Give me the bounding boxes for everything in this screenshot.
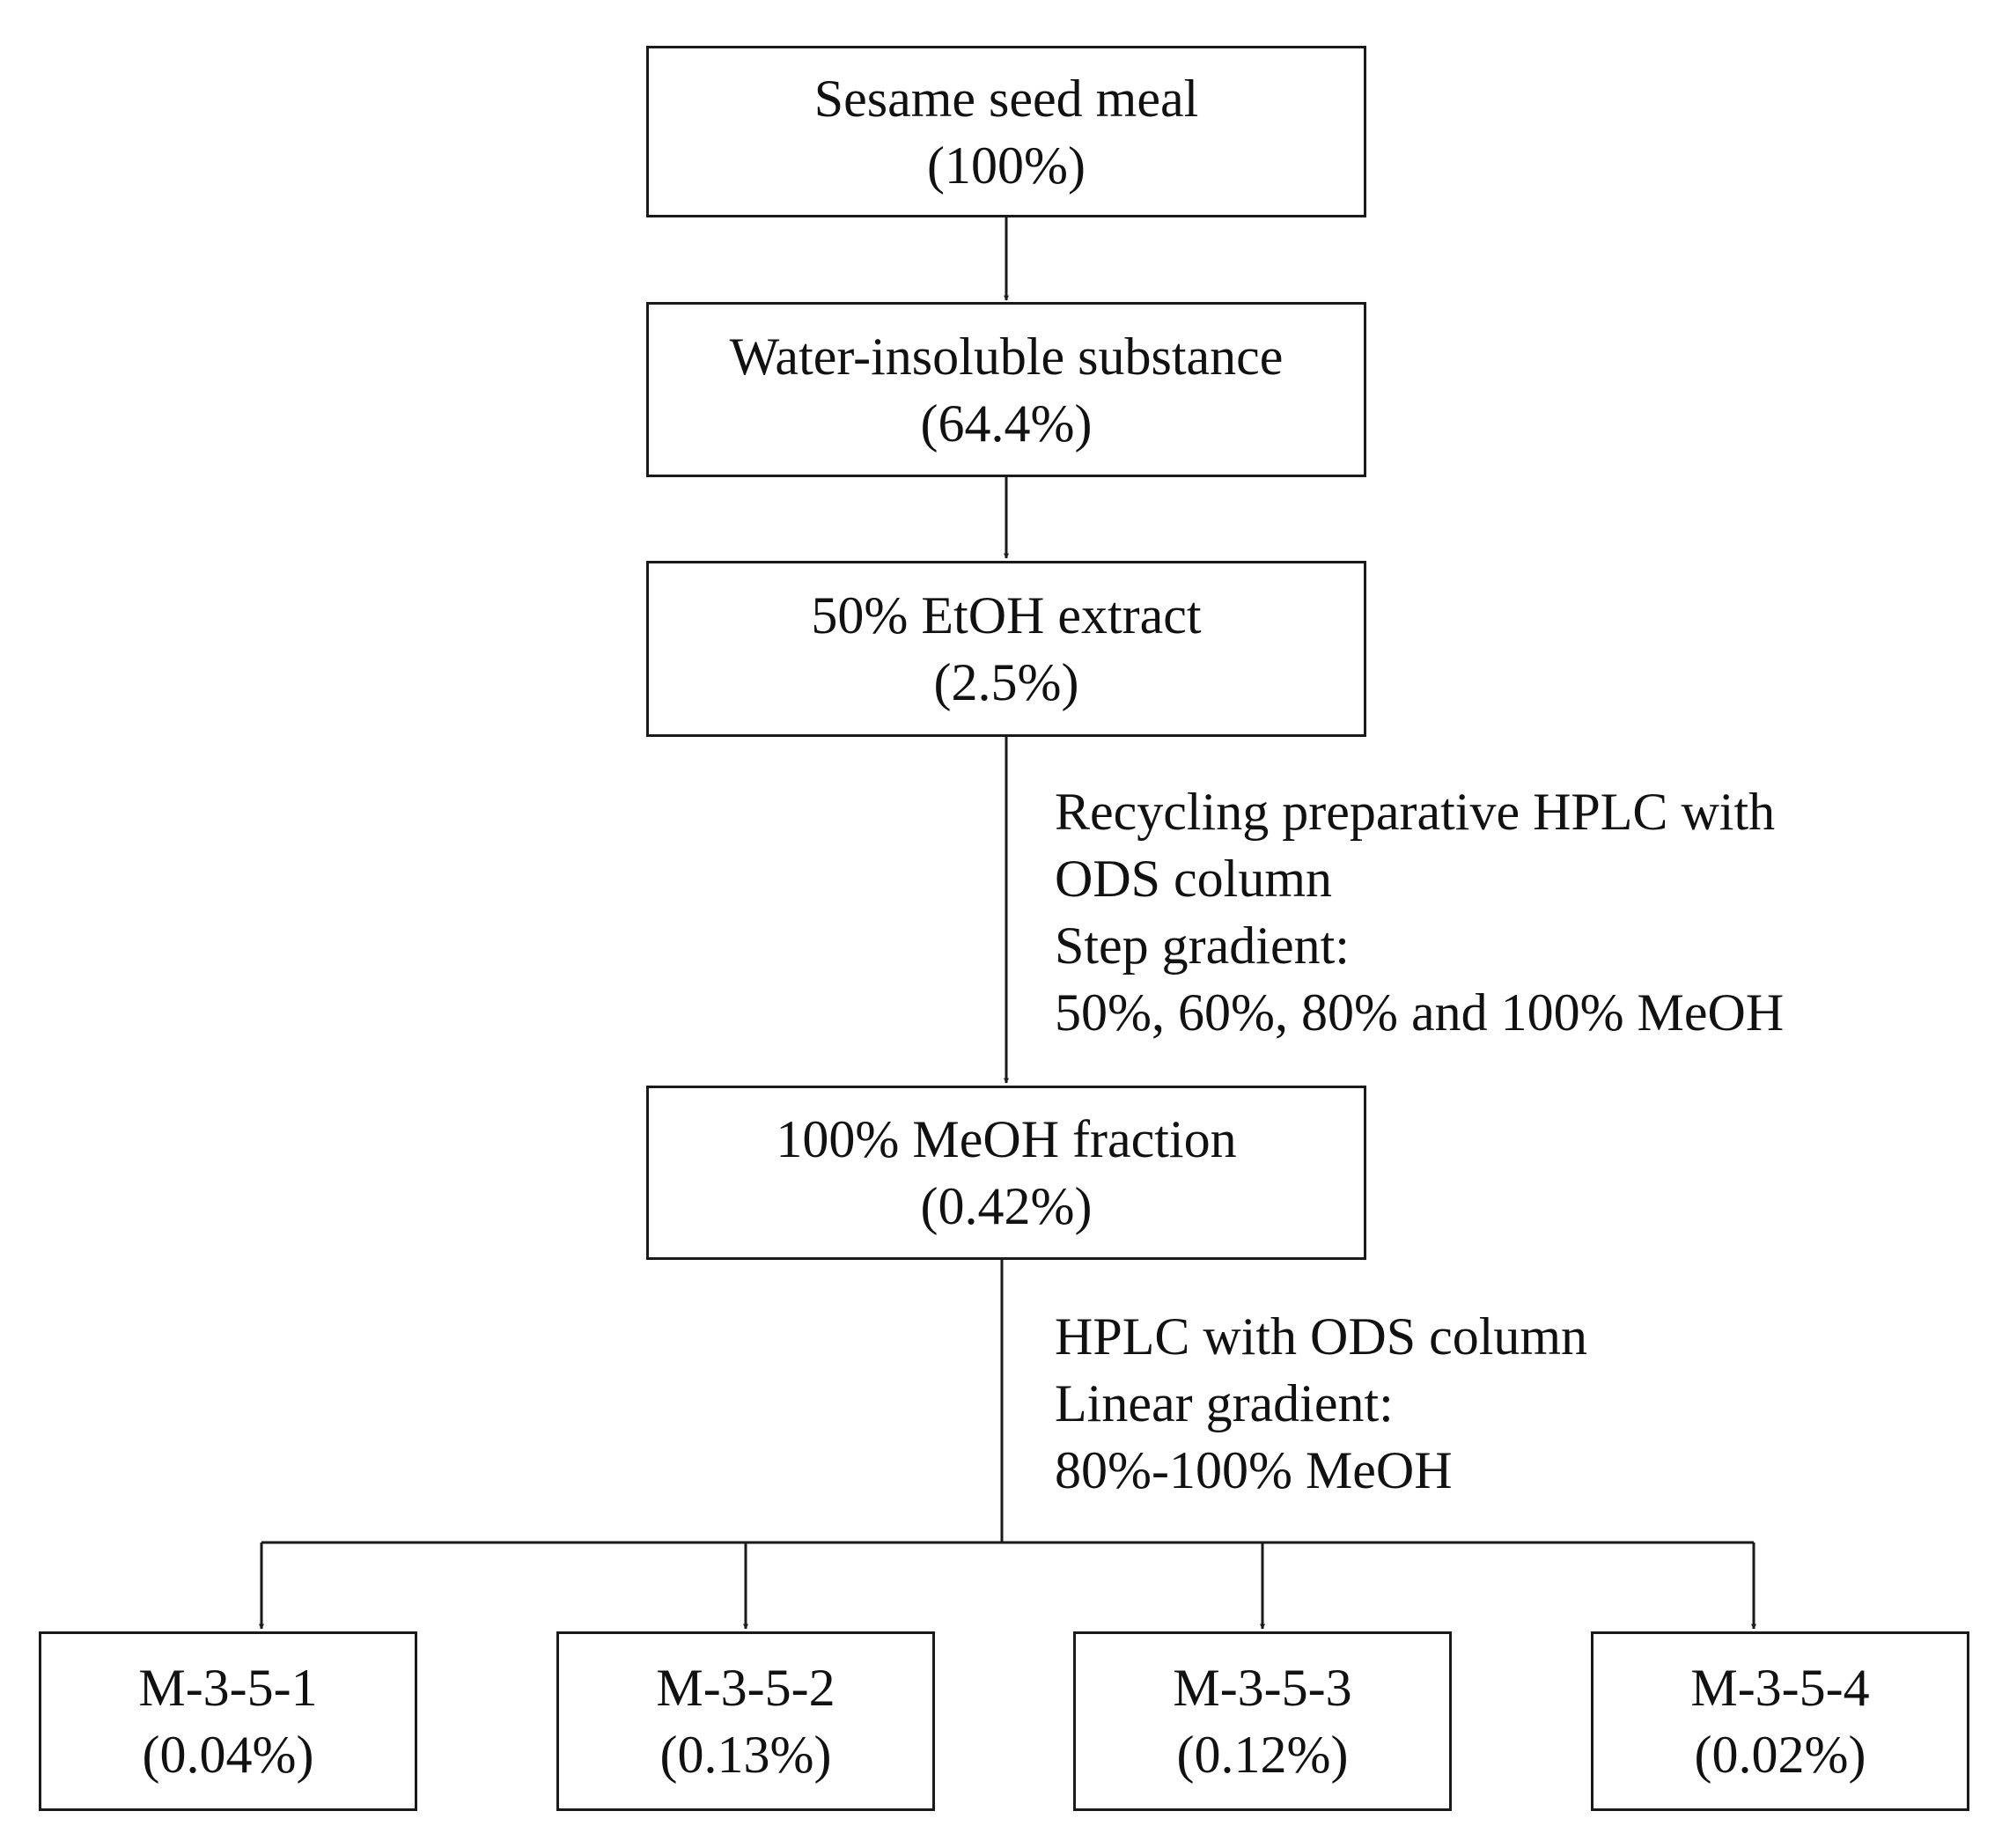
node-name: Sesame seed meal xyxy=(813,69,1199,128)
step-line: ODS column xyxy=(1055,850,1332,908)
fraction-box-m-3-5-4: M-3-5-4 (0.02%) xyxy=(1591,1631,1969,1811)
node-yield: (64.4%) xyxy=(920,394,1093,453)
node-yield: (0.04%) xyxy=(142,1726,314,1784)
sesame-seed-meal-box: Sesame seed meal (100%) xyxy=(646,46,1366,217)
step-line: Linear gradient: xyxy=(1055,1374,1394,1432)
step-line: HPLC with ODS column xyxy=(1055,1307,1588,1366)
node-name: M-3-5-2 xyxy=(656,1659,835,1717)
node-yield: (0.12%) xyxy=(1176,1726,1349,1784)
node-name: 100% MeOH fraction xyxy=(776,1110,1237,1168)
meoh-fraction-box: 100% MeOH fraction (0.42%) xyxy=(646,1086,1366,1260)
step-line: 80%-100% MeOH xyxy=(1055,1441,1453,1499)
fraction-box-m-3-5-2: M-3-5-2 (0.13%) xyxy=(556,1631,935,1811)
water-insoluble-substance-box: Water-insoluble substance (64.4%) xyxy=(646,302,1366,477)
hplc-ods-step-note: HPLC with ODS column Linear gradient: 80… xyxy=(1055,1303,1587,1504)
node-yield: (100%) xyxy=(927,136,1086,195)
step-line: Recycling preparative HPLC with xyxy=(1055,783,1776,841)
node-name: M-3-5-3 xyxy=(1173,1659,1352,1717)
fraction-box-m-3-5-1: M-3-5-1 (0.04%) xyxy=(39,1631,417,1811)
node-yield: (0.02%) xyxy=(1694,1726,1866,1784)
step-line: 50%, 60%, 80% and 100% MeOH xyxy=(1055,983,1785,1042)
etoh-extract-box: 50% EtOH extract (2.5%) xyxy=(646,561,1366,737)
fraction-box-m-3-5-3: M-3-5-3 (0.12%) xyxy=(1073,1631,1452,1811)
node-name: Water-insoluble substance xyxy=(729,327,1284,386)
node-name: M-3-5-1 xyxy=(138,1659,318,1717)
recycling-hplc-step-note: Recycling preparative HPLC with ODS colu… xyxy=(1055,778,1784,1046)
node-yield: (0.42%) xyxy=(920,1177,1093,1235)
step-line: Step gradient: xyxy=(1055,917,1350,975)
node-yield: (0.13%) xyxy=(659,1726,832,1784)
node-yield: (2.5%) xyxy=(933,653,1079,711)
node-name: M-3-5-4 xyxy=(1690,1659,1870,1717)
node-name: 50% EtOH extract xyxy=(811,586,1202,644)
